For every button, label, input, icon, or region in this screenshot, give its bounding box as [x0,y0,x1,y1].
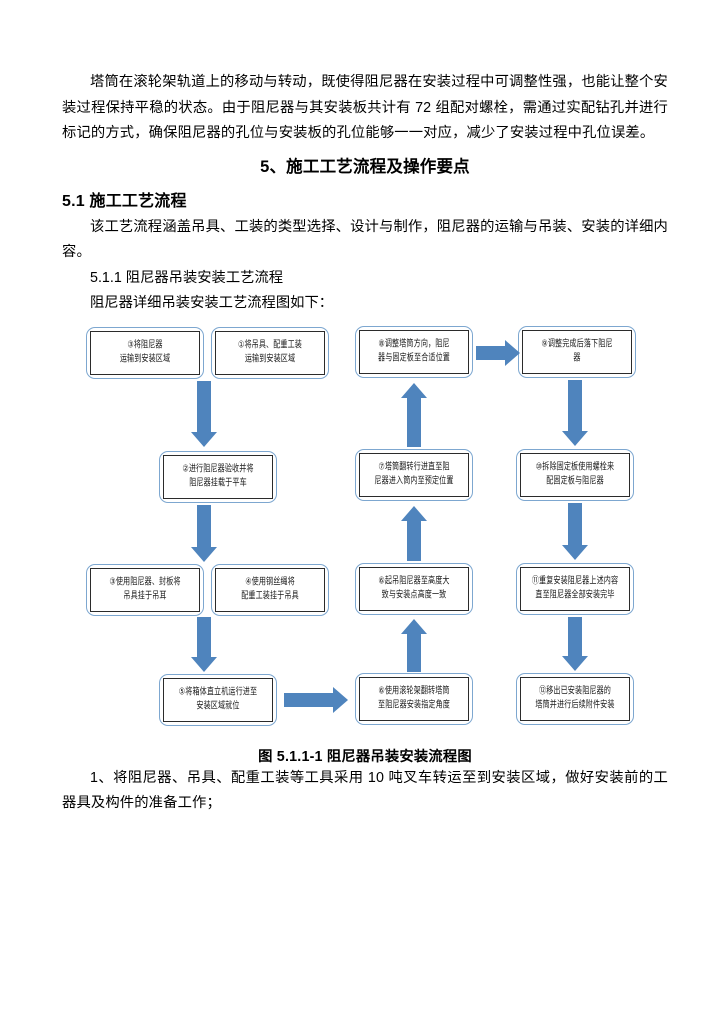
flow-node-repeat-installation: ⑪重复安装阻尼器上述内容 直至阻尼器全部安装完毕 [516,562,634,615]
arrow-shaft [407,397,421,447]
flow-node-body: ⑨调整完成后落下阻尼 器 [522,329,632,374]
arrow-head [333,686,348,713]
flow-node-body: ①将吊具、配重工装 运输到安装区域 [215,330,325,375]
arrow-shaft [568,502,582,545]
closing-paragraph: 1、将阻尼器、吊具、配重工装等工具采用 10 吨叉车转运至到安装区域，做好安装前… [62,769,669,812]
flow-node-line-1: ⑫移出已安装阻尼器的 [539,685,611,697]
flow-node-body: ③使用阻尼器、封板将 吊具挂于吊耳 [90,567,200,612]
flow-node-line-1: ②进行阻尼器验收并将 [182,463,254,475]
arrow-shaft [284,692,333,707]
flow-node-wire-rope-counterweight: ④使用钢丝绳将 配重工装挂于吊具 [211,563,329,616]
arrow-shaft [476,345,505,360]
flow-node-line-2: 器与固定板至合适位置 [378,352,450,364]
arrow-head [505,339,520,366]
flow-node-adjust-direction: ⑧调整塔筒方向，阻尼 器与固定板至合适位置 [355,325,473,378]
flow-arrow-down-5 [560,502,590,560]
arrow-head [401,505,427,521]
flow-node-move-out-tower: ⑫移出已安装阻尼器的 塔筒并进行后续附件安装 [516,672,634,725]
flow-node-line-1: ⑩拆除固定板使用螺栓来 [535,461,615,473]
flow-node-line-1: ⑪重复安装阻尼器上述内容 [531,575,619,587]
flow-node-move-to-area: ⑤将箱体直立机运行进至 安装区域就位 [159,673,277,726]
arrow-head [562,430,588,446]
arrow-head [191,656,217,672]
arrow-shaft [197,616,211,657]
flow-node-line-2: 运输到安装区域 [244,353,296,365]
intro-paragraph: 塔筒在滚轮架轨道上的移动与转动，既使得阻尼器在安装过程中可调整性强，也能让整个安… [62,74,668,141]
flow-node-body: ⑩拆除固定板使用螺栓来 配固定板与阻尼器 [520,452,630,497]
arrow-head [191,431,217,447]
flow-node-body: ⑥起吊阻尼器至高度大 致与安装点高度一致 [359,566,469,611]
flow-node-tower-rotate-entry: ⑦塔筒翻转行进直至阻 尼器进入筒内至预定位置 [355,448,473,501]
arrow-head [562,655,588,671]
flow-node-line-1: ⑨调整完成后落下阻尼 [541,338,613,350]
flow-arrow-right-1 [284,685,348,715]
flow-arrow-down-2 [189,504,219,562]
flow-node-body: ⑦塔筒翻转行进直至阻 尼器进入筒内至预定位置 [359,452,469,497]
flow-arrow-down-6 [560,616,590,671]
flow-node-line-2: 配固定板与阻尼器 [546,475,604,487]
flow-node-damper-transport: ③将阻尼器 运输到安装区域 [86,326,204,379]
arrow-shaft [407,633,421,672]
flow-node-line-2: 配重工装挂于吊具 [241,590,299,602]
flow-node-rigging-transport: ①将吊具、配重工装 运输到安装区域 [211,326,329,379]
flow-arrow-down-3 [189,616,219,672]
arrow-shaft [568,616,582,656]
flow-node-line-2: 至阻尼器安装指定角度 [378,699,450,711]
subsection-paragraph: 该工艺流程涵盖吊具、工装的类型选择、设计与制作，阻尼器的运输与吊装、安装的详细内… [62,218,668,261]
arrow-shaft [197,380,211,432]
flow-node-body: ④使用钢丝绳将 配重工装挂于吊具 [215,567,325,612]
flow-node-line-1: ⑥起吊阻尼器至高度大 [378,575,450,587]
arrow-head [401,618,427,634]
process-flowchart: ③将阻尼器 运输到安装区域 ①将吊具、配重工装 运输到安装区域 ⑧调整塔筒方向，… [60,323,666,743]
item-lead: 阻尼器详细吊装安装工艺流程图如下： [90,295,334,311]
flow-node-body: ③将阻尼器 运输到安装区域 [90,330,200,375]
flow-node-line-2: 塔筒并进行后续附件安装 [535,699,615,711]
flow-node-line-1: ⑦塔筒翻转行进直至阻 [378,461,450,473]
item-heading: 5.1.1 阻尼器吊装安装工艺流程 [90,269,284,286]
flow-arrow-up-1 [399,618,429,672]
flow-node-line-2: 尼器进入筒内至预定位置 [374,475,454,487]
flow-arrow-up-2 [399,505,429,561]
flow-node-line-1: ③将阻尼器 [127,339,163,351]
figure-caption: 图 5.1.1-1 阻尼器吊装安装流程图 [258,748,472,765]
flow-node-remove-fixing-plate: ⑩拆除固定板使用螺栓来 配固定板与阻尼器 [516,448,634,501]
flow-node-line-2: 运输到安装区域 [119,353,171,365]
flow-node-line-2: 安装区域就位 [196,700,240,712]
flow-node-line-2: 器 [573,352,581,364]
flow-node-body: ⑥使用滚轮架翻转塔筒 至阻尼器安装指定角度 [359,676,469,721]
arrow-head [191,546,217,562]
subsection-heading: 5.1 施工工艺流程 [62,192,187,210]
arrow-shaft [197,504,211,547]
flow-node-line-2: 阻尼器挂载于平车 [189,477,247,489]
arrow-head [401,382,427,398]
flow-node-line-2: 直至阻尼器全部安装完毕 [535,589,615,601]
flow-node-body: ⑪重复安装阻尼器上述内容 直至阻尼器全部安装完毕 [520,566,630,611]
flow-arrow-down-4 [560,379,590,446]
flow-node-body: ⑧调整塔筒方向，阻尼 器与固定板至合适位置 [359,329,469,374]
flow-node-body: ⑫移出已安装阻尼器的 塔筒并进行后续附件安装 [520,676,630,721]
flow-node-line-2: 致与安装点高度一致 [381,589,447,601]
flow-arrow-down-1 [189,380,219,447]
flow-node-lower-damper: ⑨调整完成后落下阻尼 器 [518,325,636,378]
flow-node-body: ②进行阻尼器验收并将 阻尼器挂载于平车 [163,454,273,499]
arrow-head [562,544,588,560]
flow-node-hoist-to-height: ⑥起吊阻尼器至高度大 致与安装点高度一致 [355,562,473,615]
flow-node-acceptance-mount: ②进行阻尼器验收并将 阻尼器挂载于平车 [159,450,277,503]
arrow-shaft [407,520,421,561]
flow-node-line-1: ⑤将箱体直立机运行进至 [178,686,258,698]
arrow-shaft [568,379,582,431]
flow-node-line-1: ⑧调整塔筒方向，阻尼 [378,338,450,350]
flow-node-line-1: ⑥使用滚轮架翻转塔筒 [378,685,450,697]
section-heading: 5、施工工艺流程及操作要点 [260,157,470,176]
flow-arrow-up-3 [399,382,429,447]
flow-node-line-2: 吊具挂于吊耳 [123,590,167,602]
flow-node-attach-lifting-lug: ③使用阻尼器、封板将 吊具挂于吊耳 [86,563,204,616]
flow-node-roller-frame-rotate: ⑥使用滚轮架翻转塔筒 至阻尼器安装指定角度 [355,672,473,725]
flow-node-body: ⑤将箱体直立机运行进至 安装区域就位 [163,677,273,722]
flow-node-line-1: ①将吊具、配重工装 [237,339,302,351]
flow-node-line-1: ③使用阻尼器、封板将 [109,576,181,588]
flow-node-line-1: ④使用钢丝绳将 [245,576,295,588]
flow-arrow-right-2 [476,338,520,368]
